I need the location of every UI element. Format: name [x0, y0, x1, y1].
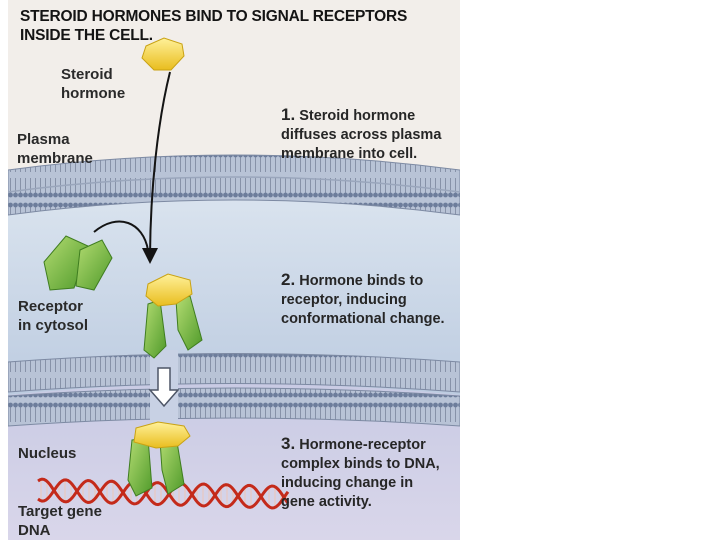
step-3-caption: 3. Hormone-receptor complex binds to DNA… — [281, 434, 440, 510]
label-nucleus: Nucleus — [18, 445, 77, 462]
nucleus-region — [8, 383, 460, 540]
step-2-caption: 2. Hormone binds to receptor, inducing c… — [281, 270, 445, 327]
diffusion-arrow — [142, 71, 171, 264]
steroid-hormone-figure: STEROID HORMONES BIND TO SIGNAL RECEPTOR… — [8, 0, 460, 540]
label-receptor-in-cytosol: Receptor in cytosol — [18, 298, 89, 334]
dna-helix — [37, 477, 290, 510]
label-target-gene-dna: Target gene DNA — [18, 503, 102, 539]
dna-strand-1 — [37, 477, 290, 509]
label-plasma-membrane: Plasma membrane — [17, 131, 93, 167]
title-line-1: STEROID HORMONES BIND TO SIGNAL RECEPTOR… — [20, 8, 408, 25]
plasma-membrane — [8, 154, 460, 216]
receptor-protein — [43, 235, 113, 291]
dna-strand-2 — [37, 478, 290, 510]
diagram-title: STEROID HORMONES BIND TO SIGNAL RECEPTOR… — [20, 7, 460, 45]
title-line-2: INSIDE THE CELL. — [20, 27, 153, 44]
steroid-hormone-molecule — [141, 37, 185, 71]
step-2-number: 2. — [281, 270, 296, 289]
step-1-caption: 1. Steroid hormone diffuses across plasm… — [281, 105, 442, 162]
label-steroid-hormone: Steroid hormone — [61, 66, 126, 102]
diagram-artwork — [8, 37, 460, 540]
dna-bound-complex — [127, 421, 191, 497]
step-1-number: 1. — [281, 105, 296, 124]
step-3-number: 3. — [281, 434, 296, 453]
translocation-arrow — [148, 367, 180, 408]
cytosol-region — [8, 172, 460, 400]
receptor-arrow — [93, 220, 149, 251]
hormone-receptor-complex — [143, 273, 203, 359]
